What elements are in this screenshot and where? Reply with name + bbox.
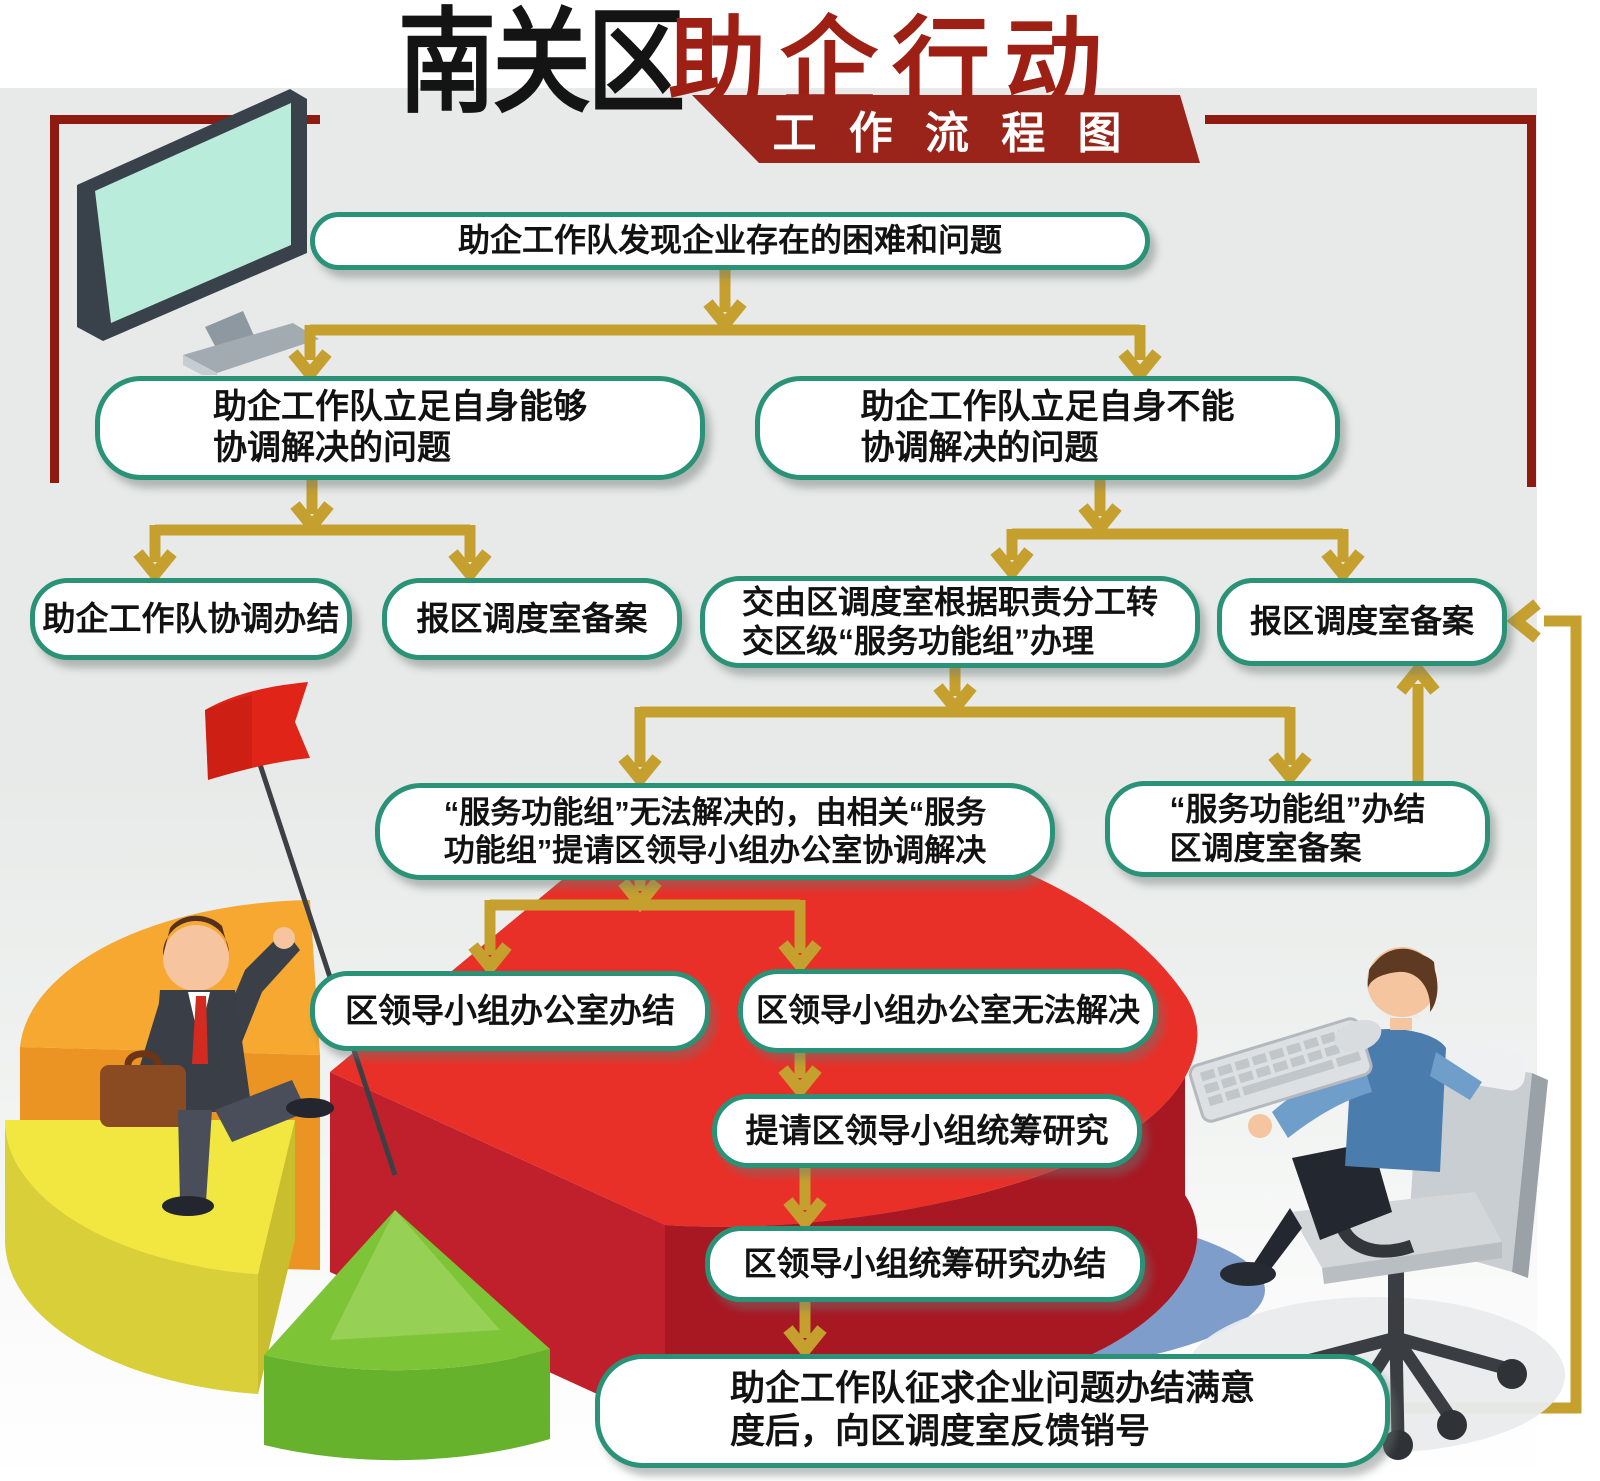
node-text: 助企工作队发现企业存在的困难和问题 — [457, 222, 1002, 259]
title-banner-text: 工 作 流 程 图 — [772, 109, 1132, 158]
node-text-block: 助企工作队立足自身能够 协调解决的问题 — [213, 387, 587, 470]
node-leader-office-cannot-solve: 区领导小组办公室无法解决 — [738, 969, 1158, 1053]
node-leader-office-close: 区领导小组办公室办结 — [310, 971, 710, 1051]
node-service-group-close-record: “服务功能组”办结 区调度室备案 — [1105, 781, 1490, 877]
node-request-leader-group-research: 提请区领导小组统筹研究 — [712, 1094, 1142, 1168]
node-text-line2: 度后，向区调度室反馈销号 — [729, 1412, 1150, 1451]
node-text-line2: 区调度室备案 — [1169, 830, 1362, 866]
node-text-line1: 助企工作队征求企业问题办结满意 — [729, 1369, 1255, 1409]
node-text-line1: “服务功能组”无法解决的，由相关“服务 — [443, 794, 987, 830]
flag-pole — [249, 739, 398, 1176]
node-discover-problems: 助企工作队发现企业存在的困难和问题 — [310, 212, 1150, 270]
node-text: 区领导小组办公室无法解决 — [755, 992, 1140, 1029]
node-text: 提请区领导小组统筹研究 — [745, 1111, 1109, 1149]
red-frame-top-right — [1205, 115, 1536, 124]
node-text-line1: “服务功能组”办结 — [1169, 790, 1426, 827]
node-leader-group-research-close: 区领导小组统筹研究办结 — [705, 1226, 1145, 1302]
node-text-line1: 交由区调度室根据职责分工转 — [741, 583, 1158, 620]
node-text-line1: 助企工作队立足自身能够 — [213, 387, 587, 426]
node-text-line2: 协调解决的问题 — [213, 429, 451, 467]
node-text: 区领导小组办公室办结 — [345, 991, 675, 1029]
node-text-block: “服务功能组”办结 区调度室备案 — [1169, 790, 1425, 868]
red-frame-right — [1527, 115, 1536, 487]
computer-monitor-illustration — [77, 89, 319, 375]
node-text-line2: 协调解决的问题 — [860, 429, 1099, 467]
node-text: 报区调度室备案 — [416, 599, 648, 637]
node-text-block: 助企工作队征求企业问题办结满意 度后，向区调度室反馈销号 — [730, 1368, 1255, 1453]
node-text-line2: 交区级“服务功能组”办理 — [741, 623, 1094, 659]
title-district: 南关区 — [398, 0, 685, 127]
top-white-band — [0, 0, 1600, 88]
businessman-figure — [100, 915, 334, 1216]
node-text: 区领导小组统筹研究办结 — [743, 1244, 1107, 1282]
node-service-group-cannot-solve: “服务功能组”无法解决的，由相关“服务 功能组”提请区领导小组办公室协调解决 — [375, 783, 1055, 880]
node-text-block: 助企工作队立足自身不能 协调解决的问题 — [861, 387, 1235, 470]
node-cannot-solve: 助企工作队立足自身不能 协调解决的问题 — [755, 376, 1340, 480]
node-feedback-cancel-number: 助企工作队征求企业问题办结满意 度后，向区调度室反馈销号 — [595, 1354, 1390, 1468]
node-text: 助企工作队协调办结 — [42, 599, 340, 637]
node-can-solve: 助企工作队立足自身能够 协调解决的问题 — [95, 376, 705, 480]
red-frame-top-left — [50, 115, 320, 124]
node-report-dispatch-office-1: 报区调度室备案 — [382, 578, 682, 660]
node-text: 报区调度室备案 — [1249, 603, 1474, 640]
red-frame-left — [50, 115, 59, 483]
node-text-block: 交由区调度室根据职责分工转 交区级“服务功能组”办理 — [742, 583, 1158, 661]
node-report-dispatch-office-2: 报区调度室备案 — [1217, 578, 1507, 666]
node-text-line1: 助企工作队立足自身不能 — [860, 387, 1235, 426]
node-text-block: “服务功能组”无法解决的，由相关“服务 功能组”提请区领导小组办公室协调解决 — [444, 794, 987, 870]
node-transfer-to-service-group: 交由区调度室根据职责分工转 交区级“服务功能组”办理 — [700, 576, 1200, 668]
keyboard-and-mouse — [1188, 1017, 1382, 1123]
right-white-band — [1537, 0, 1600, 1481]
node-team-coordinate-close: 助企工作队协调办结 — [30, 578, 352, 660]
title-banner: 工 作 流 程 图 — [692, 95, 1200, 163]
node-text-line2: 功能组”提请区领导小组办公室协调解决 — [443, 832, 987, 868]
